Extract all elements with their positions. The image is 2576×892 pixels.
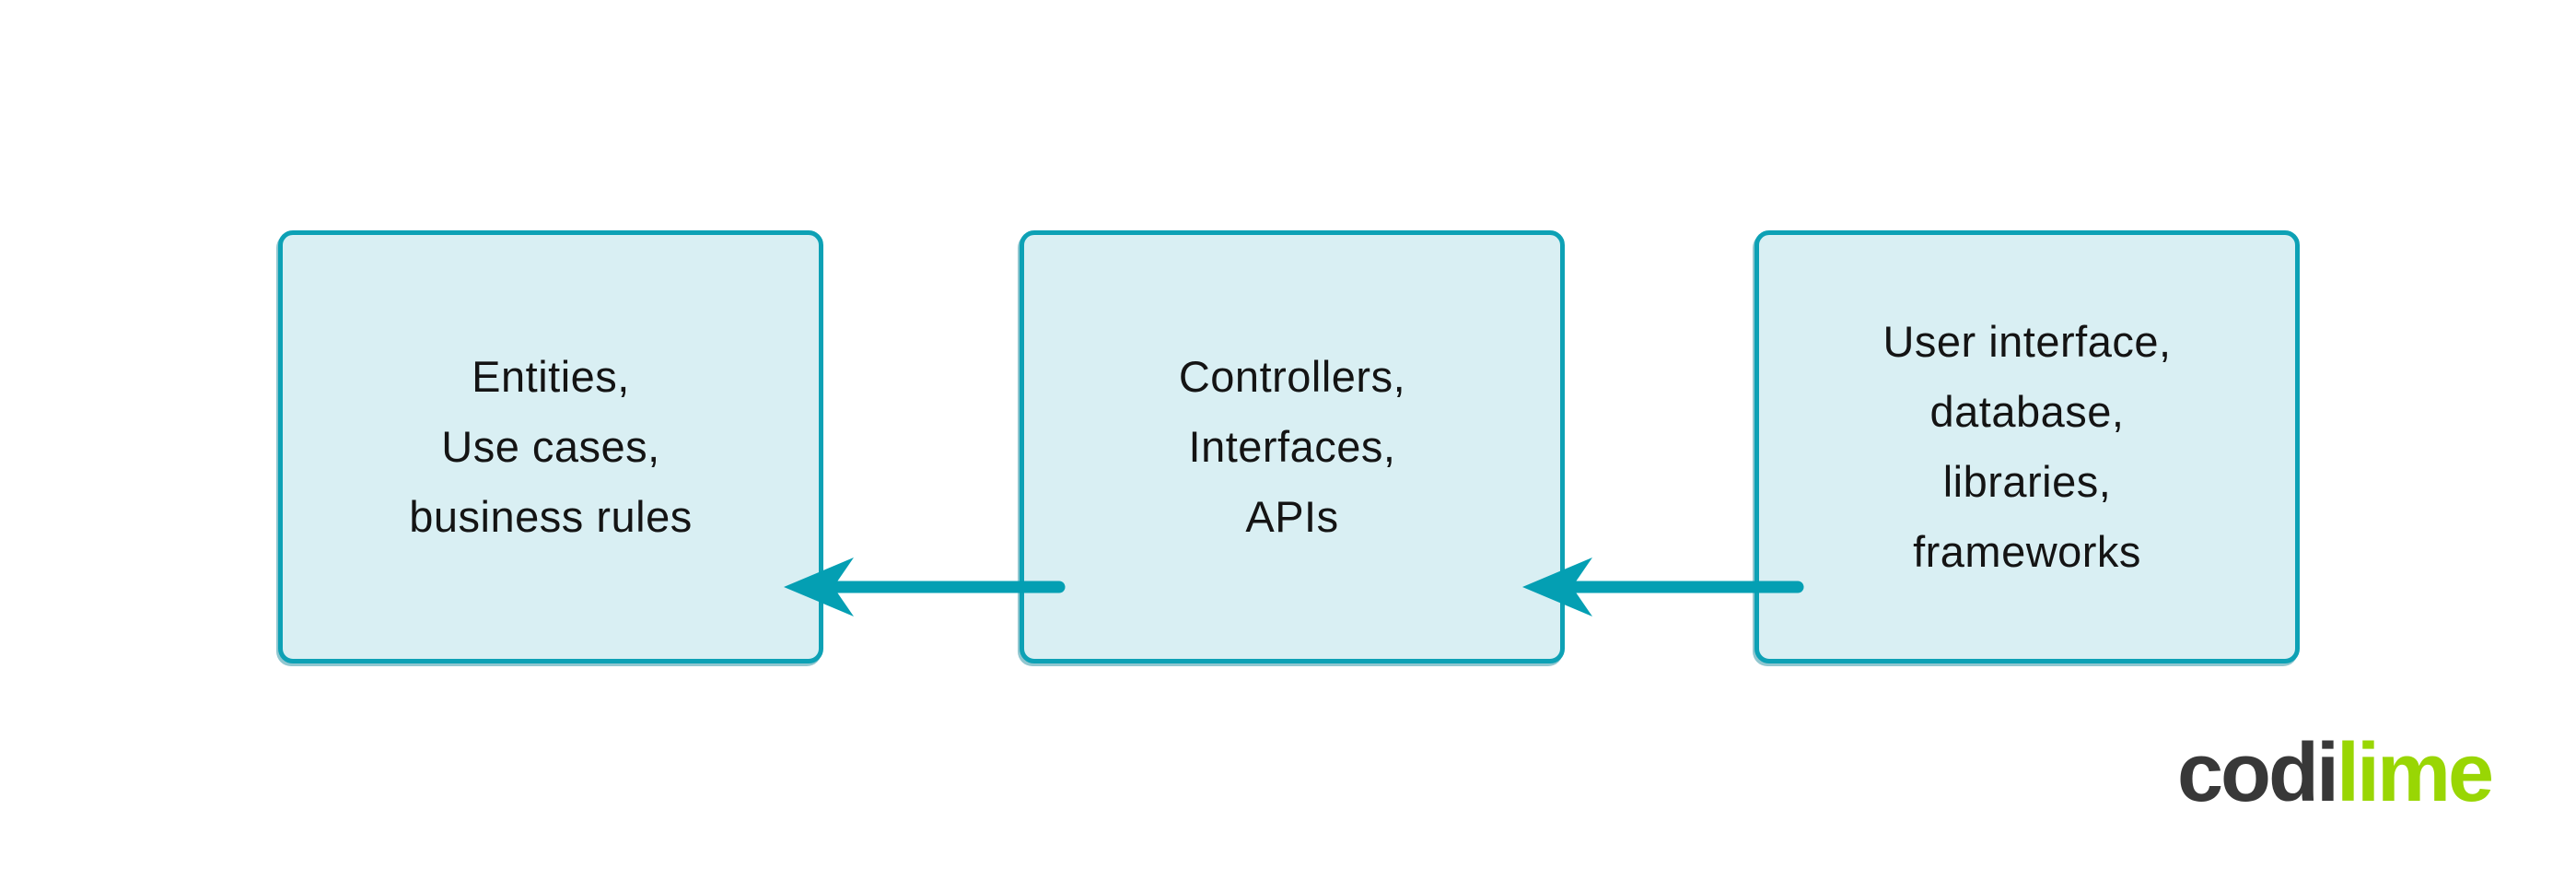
box-text-line: Entities, — [472, 352, 630, 401]
box-text-line: libraries, — [1942, 457, 2112, 506]
arrow-controllers-to-entities-icon — [784, 558, 1066, 616]
box-entities: Entities, Use cases, business rules — [278, 230, 823, 663]
box-text-line: Controllers, — [1178, 352, 1406, 401]
box-infrastructure-text: User interface, database, libraries, fra… — [1882, 307, 2171, 587]
box-controllers-text: Controllers, Interfaces, APIs — [1179, 342, 1405, 552]
codilime-logo: codilime — [2177, 727, 2494, 819]
box-text-line: Use cases, — [441, 422, 660, 471]
box-infrastructure: User interface, database, libraries, fra… — [1754, 230, 2300, 663]
box-text-line: APIs — [1245, 492, 1339, 541]
box-text-line: frameworks — [1913, 527, 2141, 576]
logo-codi-text: codi — [2177, 727, 2339, 819]
box-text-line: User interface, — [1882, 317, 2172, 366]
box-text-line: business rules — [409, 492, 693, 541]
logo-lime-text: lime — [2337, 727, 2494, 819]
box-text-line: database, — [1929, 387, 2125, 436]
box-entities-text: Entities, Use cases, business rules — [409, 342, 692, 552]
box-controllers: Controllers, Interfaces, APIs — [1020, 230, 1565, 663]
box-text-line: Interfaces, — [1188, 422, 1396, 471]
